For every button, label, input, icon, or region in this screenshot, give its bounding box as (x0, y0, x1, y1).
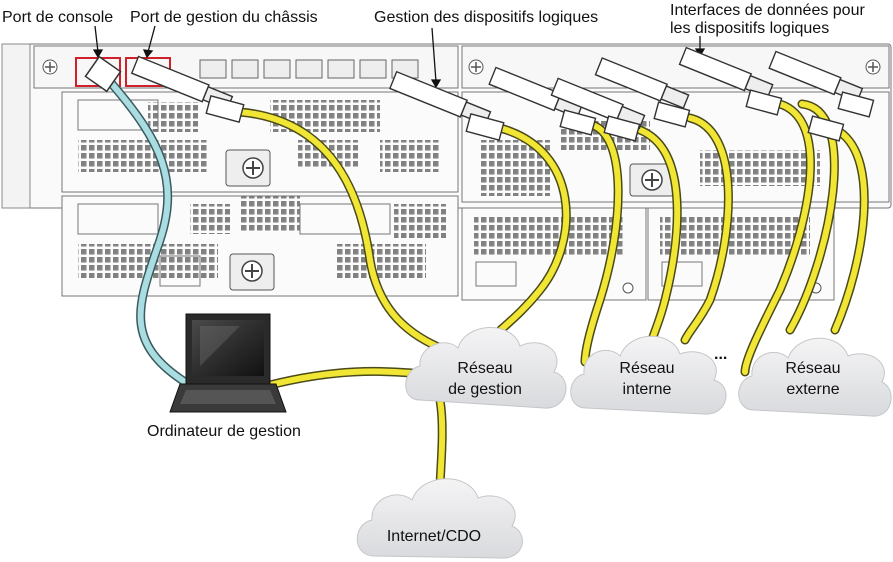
rj45-connector (807, 115, 845, 142)
mgmt-network-line2: de gestion (448, 381, 522, 398)
rj45-connector (205, 95, 245, 123)
inside-network-line1: Réseau (619, 360, 675, 377)
data-interfaces-label-line2: les dispositifs logiques (670, 20, 830, 37)
rj45-connector (745, 89, 783, 116)
mgmt-network-label: Réseau de gestion (430, 358, 540, 400)
outside-network-label: Réseau externe (758, 358, 868, 400)
rj45-connector (653, 101, 691, 128)
inside-network-label: Réseau interne (592, 358, 702, 400)
rj45-connector (559, 109, 597, 136)
transceivers (130, 46, 875, 142)
console-port-label: Port de console (2, 9, 114, 26)
internet-cdo-label: Internet/CDO (386, 528, 482, 545)
mgmt-network-line1: Réseau (457, 360, 513, 377)
logical-device-mgmt-label: Gestion des dispositifs logiques (374, 9, 599, 26)
rj45-connector (603, 115, 641, 142)
outside-network-line1: Réseau (785, 360, 841, 377)
laptop-icon (169, 313, 287, 413)
supervisor-sfp-ports (199, 59, 419, 79)
ellipsis: ... (714, 346, 728, 363)
chassis-left-ear (1, 43, 31, 209)
chassis-mgmt-port-label: Port de gestion du châssis (130, 9, 318, 26)
rj45-connector (465, 113, 505, 141)
rj45-connector (837, 91, 875, 118)
cloud-outside (738, 337, 892, 417)
console-cable (84, 55, 190, 387)
cloud-inside (570, 335, 727, 415)
inside-network-line2: interne (622, 381, 672, 398)
console-connector (84, 55, 122, 93)
data-interfaces-label-line1: Interfaces de données pour (670, 2, 865, 19)
network-module-top (461, 45, 890, 89)
outside-network-line2: externe (786, 381, 840, 398)
cloud-internet (356, 478, 523, 559)
laptop-label: Ordinateur de gestion (147, 423, 301, 440)
cloud-mgmt (405, 327, 567, 409)
callout-lines (92, 25, 706, 89)
